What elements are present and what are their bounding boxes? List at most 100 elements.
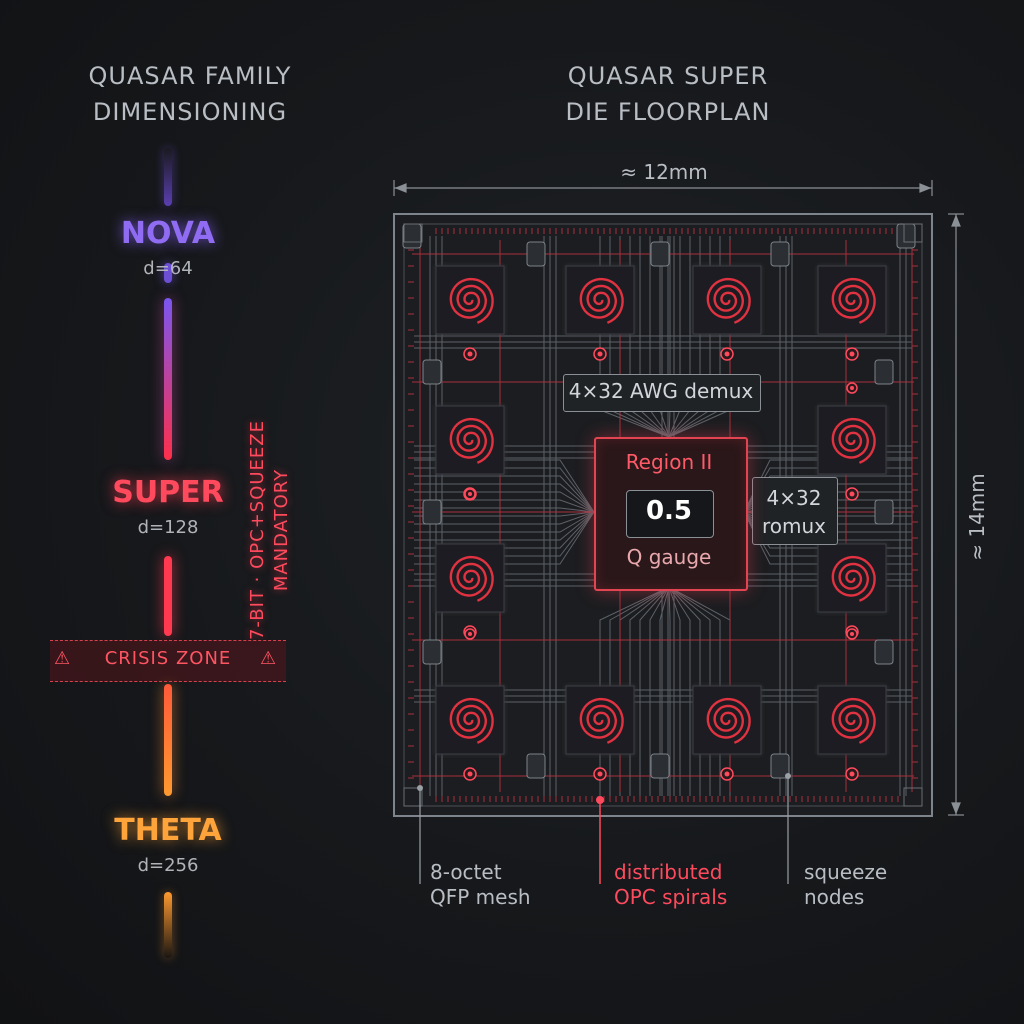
tier-theta-name: THETA	[114, 813, 222, 848]
spiral-cell	[435, 543, 505, 613]
callout-opc-spirals: distributed OPC spirals	[614, 860, 727, 910]
opc-spiral	[579, 697, 624, 744]
opc-spiral	[449, 555, 494, 602]
romux-label-line1: 4×32	[766, 486, 822, 510]
callout-leaders	[417, 773, 791, 884]
awg-demux-label: 4×32 AWG demux	[568, 379, 754, 403]
family-title-line1: QUASAR FAMILY	[88, 62, 292, 90]
warning-icon-right: ⚠	[260, 648, 277, 669]
connector-pad	[422, 499, 442, 525]
opc-spiral	[831, 697, 876, 744]
corner-marker	[903, 223, 923, 243]
romux-label: 4×32 romux	[752, 484, 836, 540]
spiral-cell	[435, 685, 505, 755]
connector-pad	[422, 359, 442, 385]
squeeze-node-core	[850, 386, 854, 390]
spiral-cell	[692, 685, 762, 755]
squeeze-node-core	[850, 632, 854, 636]
connector-pads	[402, 223, 923, 807]
squeeze-node-core	[467, 771, 473, 777]
bar-nova-to-super	[164, 298, 172, 460]
spiral-cell	[817, 265, 887, 335]
callout-opc-spirals-line2: OPC spirals	[614, 885, 728, 909]
tier-nova-name: NOVA	[120, 216, 216, 251]
connector-pad	[650, 241, 670, 267]
fan-trace	[414, 511, 595, 533]
fan-trace	[414, 511, 595, 517]
squeeze-nodes	[463, 347, 859, 781]
connector-pad	[770, 753, 790, 779]
romux-label-line2: romux	[761, 514, 826, 538]
family-title: QUASAR FAMILY DIMENSIONING	[40, 58, 340, 130]
connector-pad	[874, 499, 894, 525]
crisis-zone-band	[50, 640, 286, 682]
fan-trace	[668, 586, 691, 796]
bar-top-fade	[164, 148, 172, 206]
connector-pad	[402, 223, 422, 249]
die-inner-ring	[403, 223, 923, 807]
opc-spiral	[579, 277, 624, 324]
fan-trace	[668, 586, 671, 796]
connector-pad	[526, 753, 546, 779]
tier-nova-dim: d=64	[143, 258, 193, 279]
spiral-cell	[435, 265, 505, 335]
connector-pad	[650, 753, 670, 779]
opc-spiral	[706, 277, 751, 324]
fan-trace	[649, 586, 670, 796]
connector-pad	[874, 359, 894, 385]
opc-spiral	[831, 417, 876, 464]
warning-icon-left: ⚠	[54, 648, 71, 669]
tier-theta-dim: d=256	[137, 855, 199, 876]
fan-trace	[414, 491, 595, 513]
family-title-line2: DIMENSIONING	[92, 98, 288, 126]
squeeze-node-core	[597, 771, 603, 777]
squeeze-node-core	[468, 632, 472, 636]
floorplan-title-line2: DIE FLOORPLAN	[565, 98, 771, 126]
opc-spirals	[435, 265, 887, 755]
corner-marker	[403, 787, 423, 807]
callout-qfp-mesh-line2: QFP mesh	[430, 885, 531, 909]
region-ii-title: Region II	[625, 450, 713, 474]
crisis-zone-label: CRISIS ZONE	[104, 648, 232, 669]
corner-marker	[403, 223, 423, 243]
bar-super-to-crisis	[164, 556, 172, 636]
squeeze-node-core	[468, 492, 472, 496]
fan-trace	[414, 499, 595, 513]
squeeze-node-core	[849, 351, 855, 357]
fan-trace	[414, 483, 595, 513]
q-gauge-label: Q gauge	[626, 545, 712, 569]
q-gauge-value: 0.5	[645, 496, 693, 526]
squeeze-node-core	[467, 351, 473, 357]
floorplan-title: QUASAR SUPER DIE FLOORPLAN	[518, 58, 818, 130]
callout-opc-spirals-line1: distributed	[614, 860, 723, 884]
spiral-cell	[565, 685, 635, 755]
tier-super-dim: d=128	[137, 517, 199, 538]
spiral-cell	[565, 265, 635, 335]
opc-spiral	[831, 277, 876, 324]
bar-crisis-to-theta	[164, 684, 172, 796]
opc-spiral	[706, 697, 751, 744]
spiral-cell	[692, 265, 762, 335]
tier-super-name: SUPER	[112, 475, 224, 510]
fan-trace	[414, 475, 595, 513]
connector-pad	[422, 639, 442, 665]
connector-pad	[770, 241, 790, 267]
squeeze-node-core	[724, 351, 730, 357]
awg-demux-block	[563, 374, 761, 412]
opc-spiral	[449, 277, 494, 324]
connector-pad	[874, 639, 894, 665]
q-gauge-readout	[626, 490, 714, 538]
fan-trace	[414, 511, 595, 525]
floorplan-title-line1: QUASAR SUPER	[567, 62, 769, 90]
callout-qfp-mesh-line1: 8-octet	[430, 860, 502, 884]
callout-squeeze-nodes-line1: squeeze	[804, 860, 888, 884]
spiral-cell	[817, 405, 887, 475]
width-dimension-arrow	[393, 180, 933, 196]
fan-trace	[414, 507, 595, 513]
opc-spiral	[831, 555, 876, 602]
spiral-cell	[435, 405, 505, 475]
width-dimension-label: ≈ 12mm	[620, 160, 708, 184]
opc-spiral	[449, 417, 494, 464]
fan-trace	[639, 586, 670, 796]
corner-marker	[903, 787, 923, 807]
